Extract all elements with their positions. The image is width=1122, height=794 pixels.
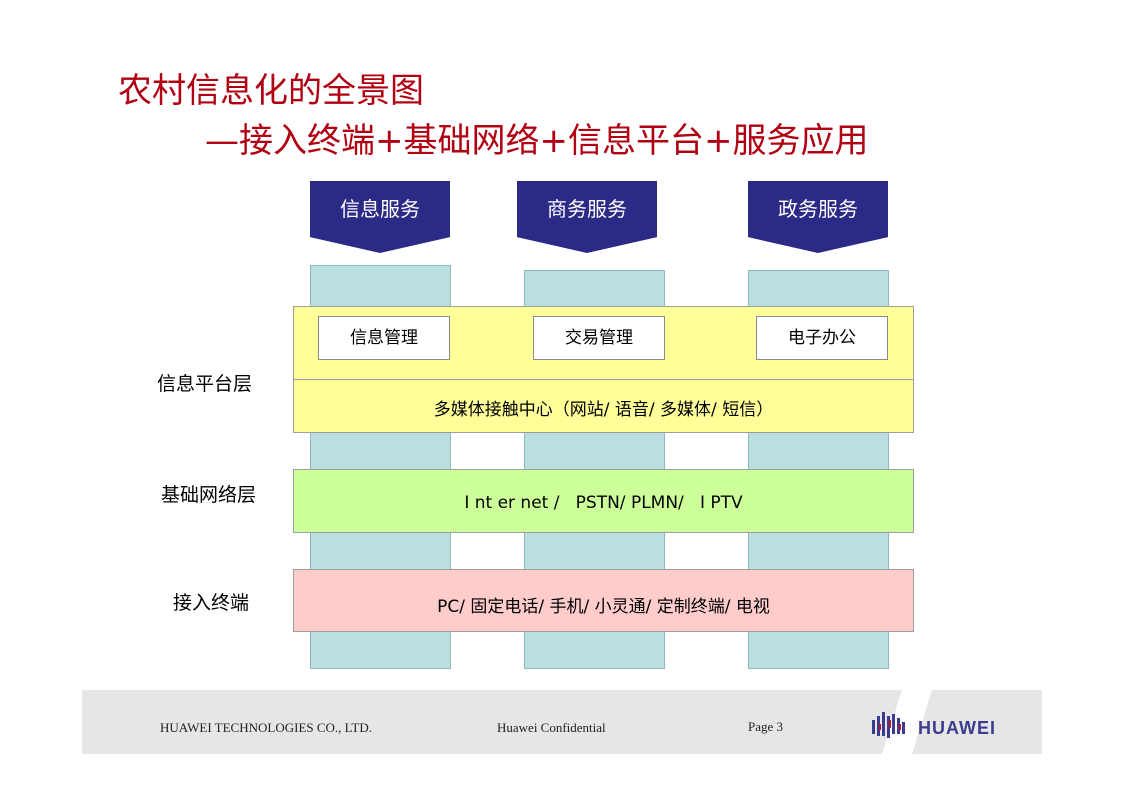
band-divider xyxy=(294,379,913,380)
trade-management-box: 交易管理 xyxy=(533,316,665,360)
terminal-layer-label: 接入终端 xyxy=(173,592,250,614)
service-label: 政务服务 xyxy=(778,197,858,221)
slide-subtitle: —接入终端+基础网络+信息平台+服务应用 xyxy=(205,121,869,161)
terminal-text: PC/ 固定电话/ 手机/ 小灵通/ 定制终端/ 电视 xyxy=(437,597,770,617)
service-arrow-commerce: 商务服务 xyxy=(517,181,657,253)
network-layer-label: 基础网络层 xyxy=(161,484,257,506)
network-text: I nt er net / PSTN/ PLMN/ I PTV xyxy=(464,493,743,513)
service-label: 商务服务 xyxy=(547,197,627,221)
terminal-layer-band: PC/ 固定电话/ 手机/ 小灵通/ 定制终端/ 电视 xyxy=(293,569,914,632)
platform-layer-label: 信息平台层 xyxy=(157,373,253,395)
footer-company: HUAWEI TECHNOLOGIES CO., LTD. xyxy=(160,720,372,735)
huawei-logo-icon xyxy=(872,712,905,738)
network-layer-band: I nt er net / PSTN/ PLMN/ I PTV xyxy=(293,469,914,533)
huawei-logo-text: HUAWEI xyxy=(918,718,996,738)
service-label: 信息服务 xyxy=(340,197,420,221)
footer-page: Page 3 xyxy=(748,719,784,734)
e-office-box: 电子办公 xyxy=(756,316,888,360)
slide-title: 农村信息化的全景图 xyxy=(118,71,424,111)
footer-confidential: Huawei Confidential xyxy=(497,720,606,735)
service-arrow-info: 信息服务 xyxy=(310,181,450,253)
service-arrow-government: 政务服务 xyxy=(748,181,888,253)
contact-center-label: 多媒体接触中心（网站/ 语音/ 多媒体/ 短信） xyxy=(433,400,774,420)
info-management-box: 信息管理 xyxy=(318,316,450,360)
